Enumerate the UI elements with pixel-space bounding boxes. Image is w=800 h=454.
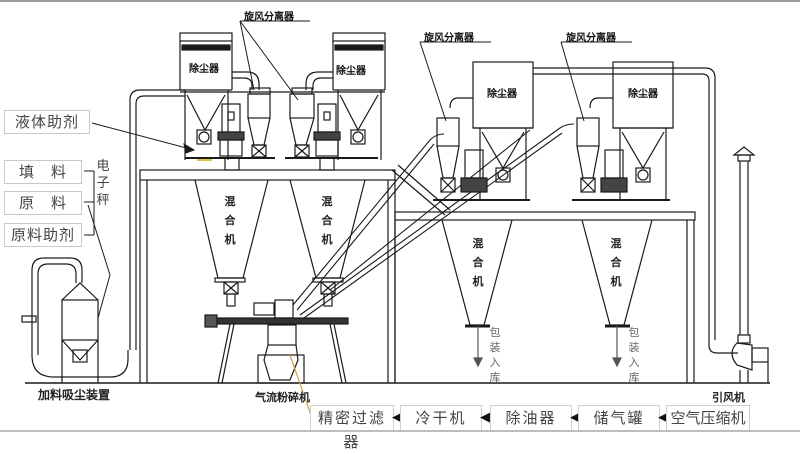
mixer-cone-3: [441, 219, 513, 368]
jet-mill-unit: [253, 299, 305, 384]
leader-line-filter: [289, 354, 313, 419]
exhaust-pipe-outer: [533, 67, 716, 340]
mixer-label-3: 混合机: [472, 237, 484, 288]
dust-collector-3: [472, 61, 534, 200]
packing-label-1: 包装入库: [489, 326, 501, 384]
packing-label-2: 包装入库: [628, 326, 640, 384]
cyclone-separator-label-2: 旋风分离器: [424, 33, 474, 44]
left-platform: [139, 169, 396, 383]
feed-pipe-outer: [129, 89, 185, 350]
label-leaders: [84, 20, 632, 319]
oil-remover-box: 除油器: [490, 405, 572, 431]
cyclone-separator-label-3: 旋风分离器: [566, 33, 616, 44]
electronic-scale-label: 电子秤: [96, 159, 110, 208]
dust-collector-label-2: 除尘器: [336, 66, 366, 77]
feeding-dust-device-label: 加料吸尘装置: [38, 388, 111, 402]
cyclone-2: [289, 71, 333, 158]
stairs: [391, 164, 451, 216]
mixer-cone-4: [581, 219, 653, 368]
mixer-cone-1: [194, 179, 269, 307]
motor-2: [313, 103, 341, 157]
process-diagram: [21, 20, 770, 419]
dust-collector-4: [612, 61, 674, 200]
raw-material-additive-label: 原料助剂: [4, 223, 82, 247]
air-compressor-box: 空气压缩机: [666, 405, 750, 431]
motor-4: [600, 149, 628, 193]
dust-collector-label-3: 除尘器: [487, 89, 517, 100]
refrigerated-dryer-box: 冷干机: [400, 405, 482, 431]
conveying-pipes: [292, 123, 575, 319]
right-platform: [394, 211, 696, 383]
raw-material-label: 原 料: [4, 191, 82, 215]
bottom-border: [0, 430, 800, 432]
induced-draft-fan-label: 引风机: [712, 391, 745, 404]
cyclone-4: [576, 97, 613, 193]
cyclone-1: [232, 71, 271, 158]
motor-1: [217, 103, 245, 157]
cyclone-3: [436, 97, 473, 193]
motor-3: [460, 149, 488, 193]
mixer-label-2: 混合机: [321, 195, 333, 246]
air-tank-box: 储气罐: [578, 405, 660, 431]
cyclone-separator-label-1: 旋风分离器: [244, 12, 294, 23]
dust-collector-label-1: 除尘器: [189, 64, 219, 75]
liquid-additive-label: 液体助剂: [4, 110, 90, 134]
dust-collector-2: [332, 32, 386, 160]
precision-filter-box: 精密过滤器: [310, 405, 394, 451]
filler-label: 填 料: [4, 160, 82, 184]
top-border: [0, 0, 800, 2]
induced-draft-fan: [731, 146, 769, 383]
dust-collector-1: [179, 32, 233, 160]
feeding-dust-device: [21, 257, 129, 383]
feed-pipe-inner: [135, 95, 185, 350]
mixer-label-1: 混合机: [224, 195, 236, 246]
jet-mill-label: 气流粉碎机: [255, 391, 310, 404]
dust-collector-label-4: 除尘器: [628, 89, 658, 100]
exhaust-pipe-inner: [533, 73, 738, 354]
mixer-label-4: 混合机: [610, 237, 622, 288]
